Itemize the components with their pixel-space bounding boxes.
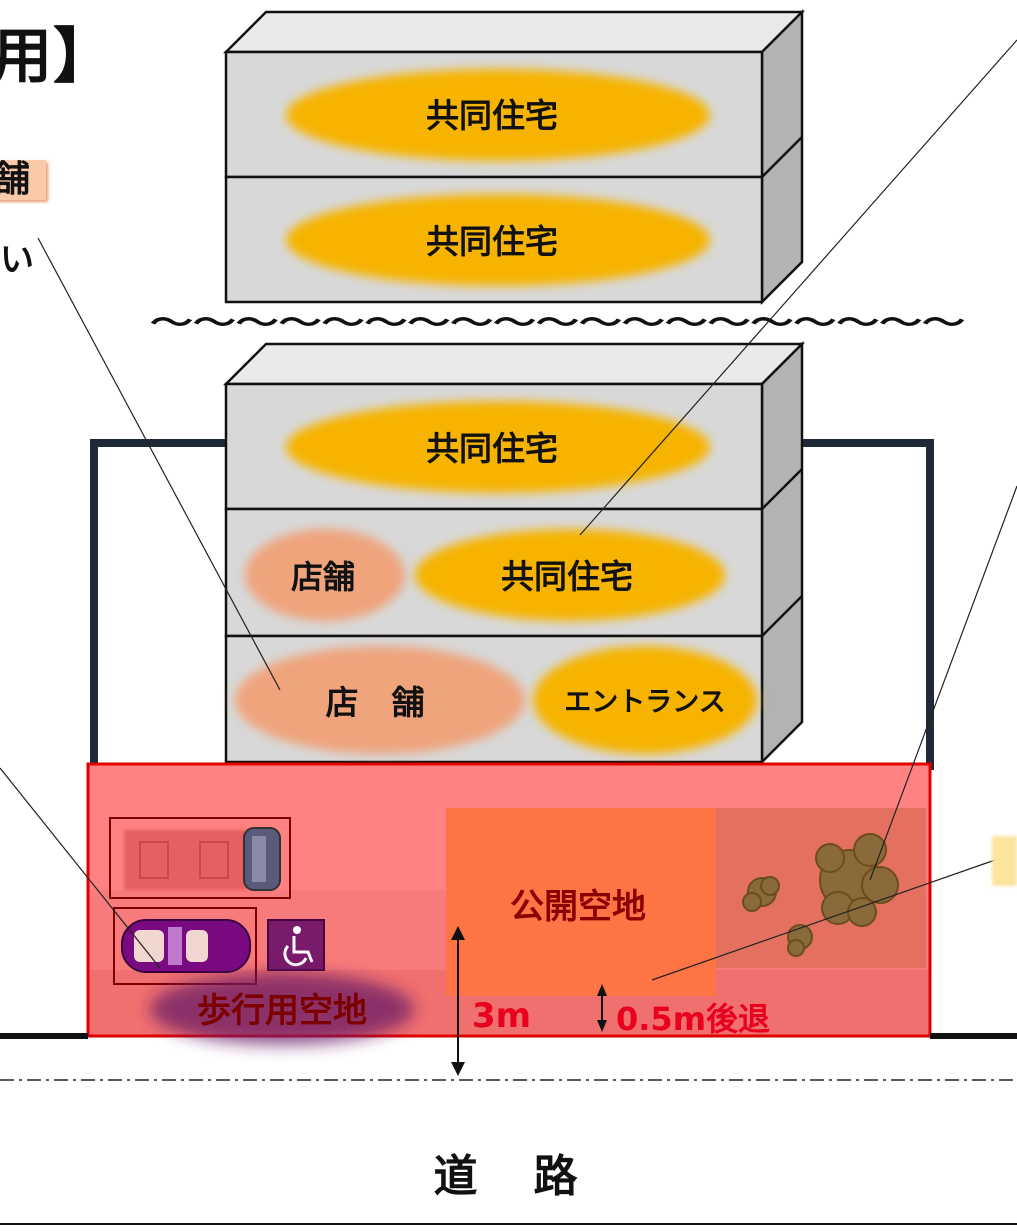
title-fragment: 用】 (0, 22, 114, 92)
residential-label: 共同住宅 (426, 96, 558, 135)
public-open-space-label: 公開空地 (510, 887, 646, 927)
arrow-down-icon (597, 1020, 607, 1032)
lower-building: 共同住宅 店舗 共同住宅 店 舗 エントランス (222, 340, 806, 766)
road-label: 道 路 (433, 1151, 584, 1202)
description-fragment: い (0, 240, 34, 280)
pedestrian-space-oval (150, 973, 414, 1045)
setback-3m-label: 3m (472, 996, 531, 1036)
site-area: 公開空地 (86, 762, 932, 1076)
lower-building-roof (222, 342, 806, 386)
pedestrian-space-label: 歩行用空地 (197, 991, 367, 1031)
shop-oval (235, 646, 525, 754)
residential-oval (286, 194, 710, 286)
parking-space (113, 907, 257, 985)
residential-oval (286, 401, 710, 493)
shop-label: 店 舗 (326, 683, 425, 722)
site-border (86, 762, 932, 1038)
arrow-down-icon (451, 1062, 465, 1076)
site-strip-top (88, 764, 930, 792)
setback-05m-label: 0.5m後退 (616, 1000, 770, 1038)
omission-wave: ～～～～～～～～～～～～～～～～～～～ (150, 306, 965, 341)
residential-label: 共同住宅 (426, 429, 558, 468)
site-frame-right (802, 439, 934, 770)
residential-label: 共同住宅 (426, 222, 558, 261)
entrance-oval (533, 646, 757, 754)
upper-building-roof (222, 10, 806, 54)
public-open-space (446, 808, 716, 996)
site-frame-left (90, 439, 226, 770)
arrow-up-icon (451, 926, 465, 940)
car-icon (121, 919, 251, 973)
shop-legend-text: 舗 (0, 159, 31, 200)
callout-fragment (992, 836, 1017, 886)
residential-oval (415, 529, 725, 621)
shop-label: 店舗 (291, 558, 355, 596)
upper-building: 共同住宅 共同住宅 (222, 8, 806, 306)
shop-oval (245, 529, 405, 621)
lower-building-side (760, 340, 804, 766)
leader-lines (0, 39, 1017, 981)
arrow-up-icon (597, 984, 607, 996)
truck-icon (124, 827, 281, 891)
entrance-label: エントランス (564, 687, 725, 718)
parking-space (109, 817, 291, 899)
wheelchair-icon (267, 919, 325, 971)
residential-oval (286, 69, 710, 161)
residential-label: 共同住宅 (501, 557, 633, 596)
